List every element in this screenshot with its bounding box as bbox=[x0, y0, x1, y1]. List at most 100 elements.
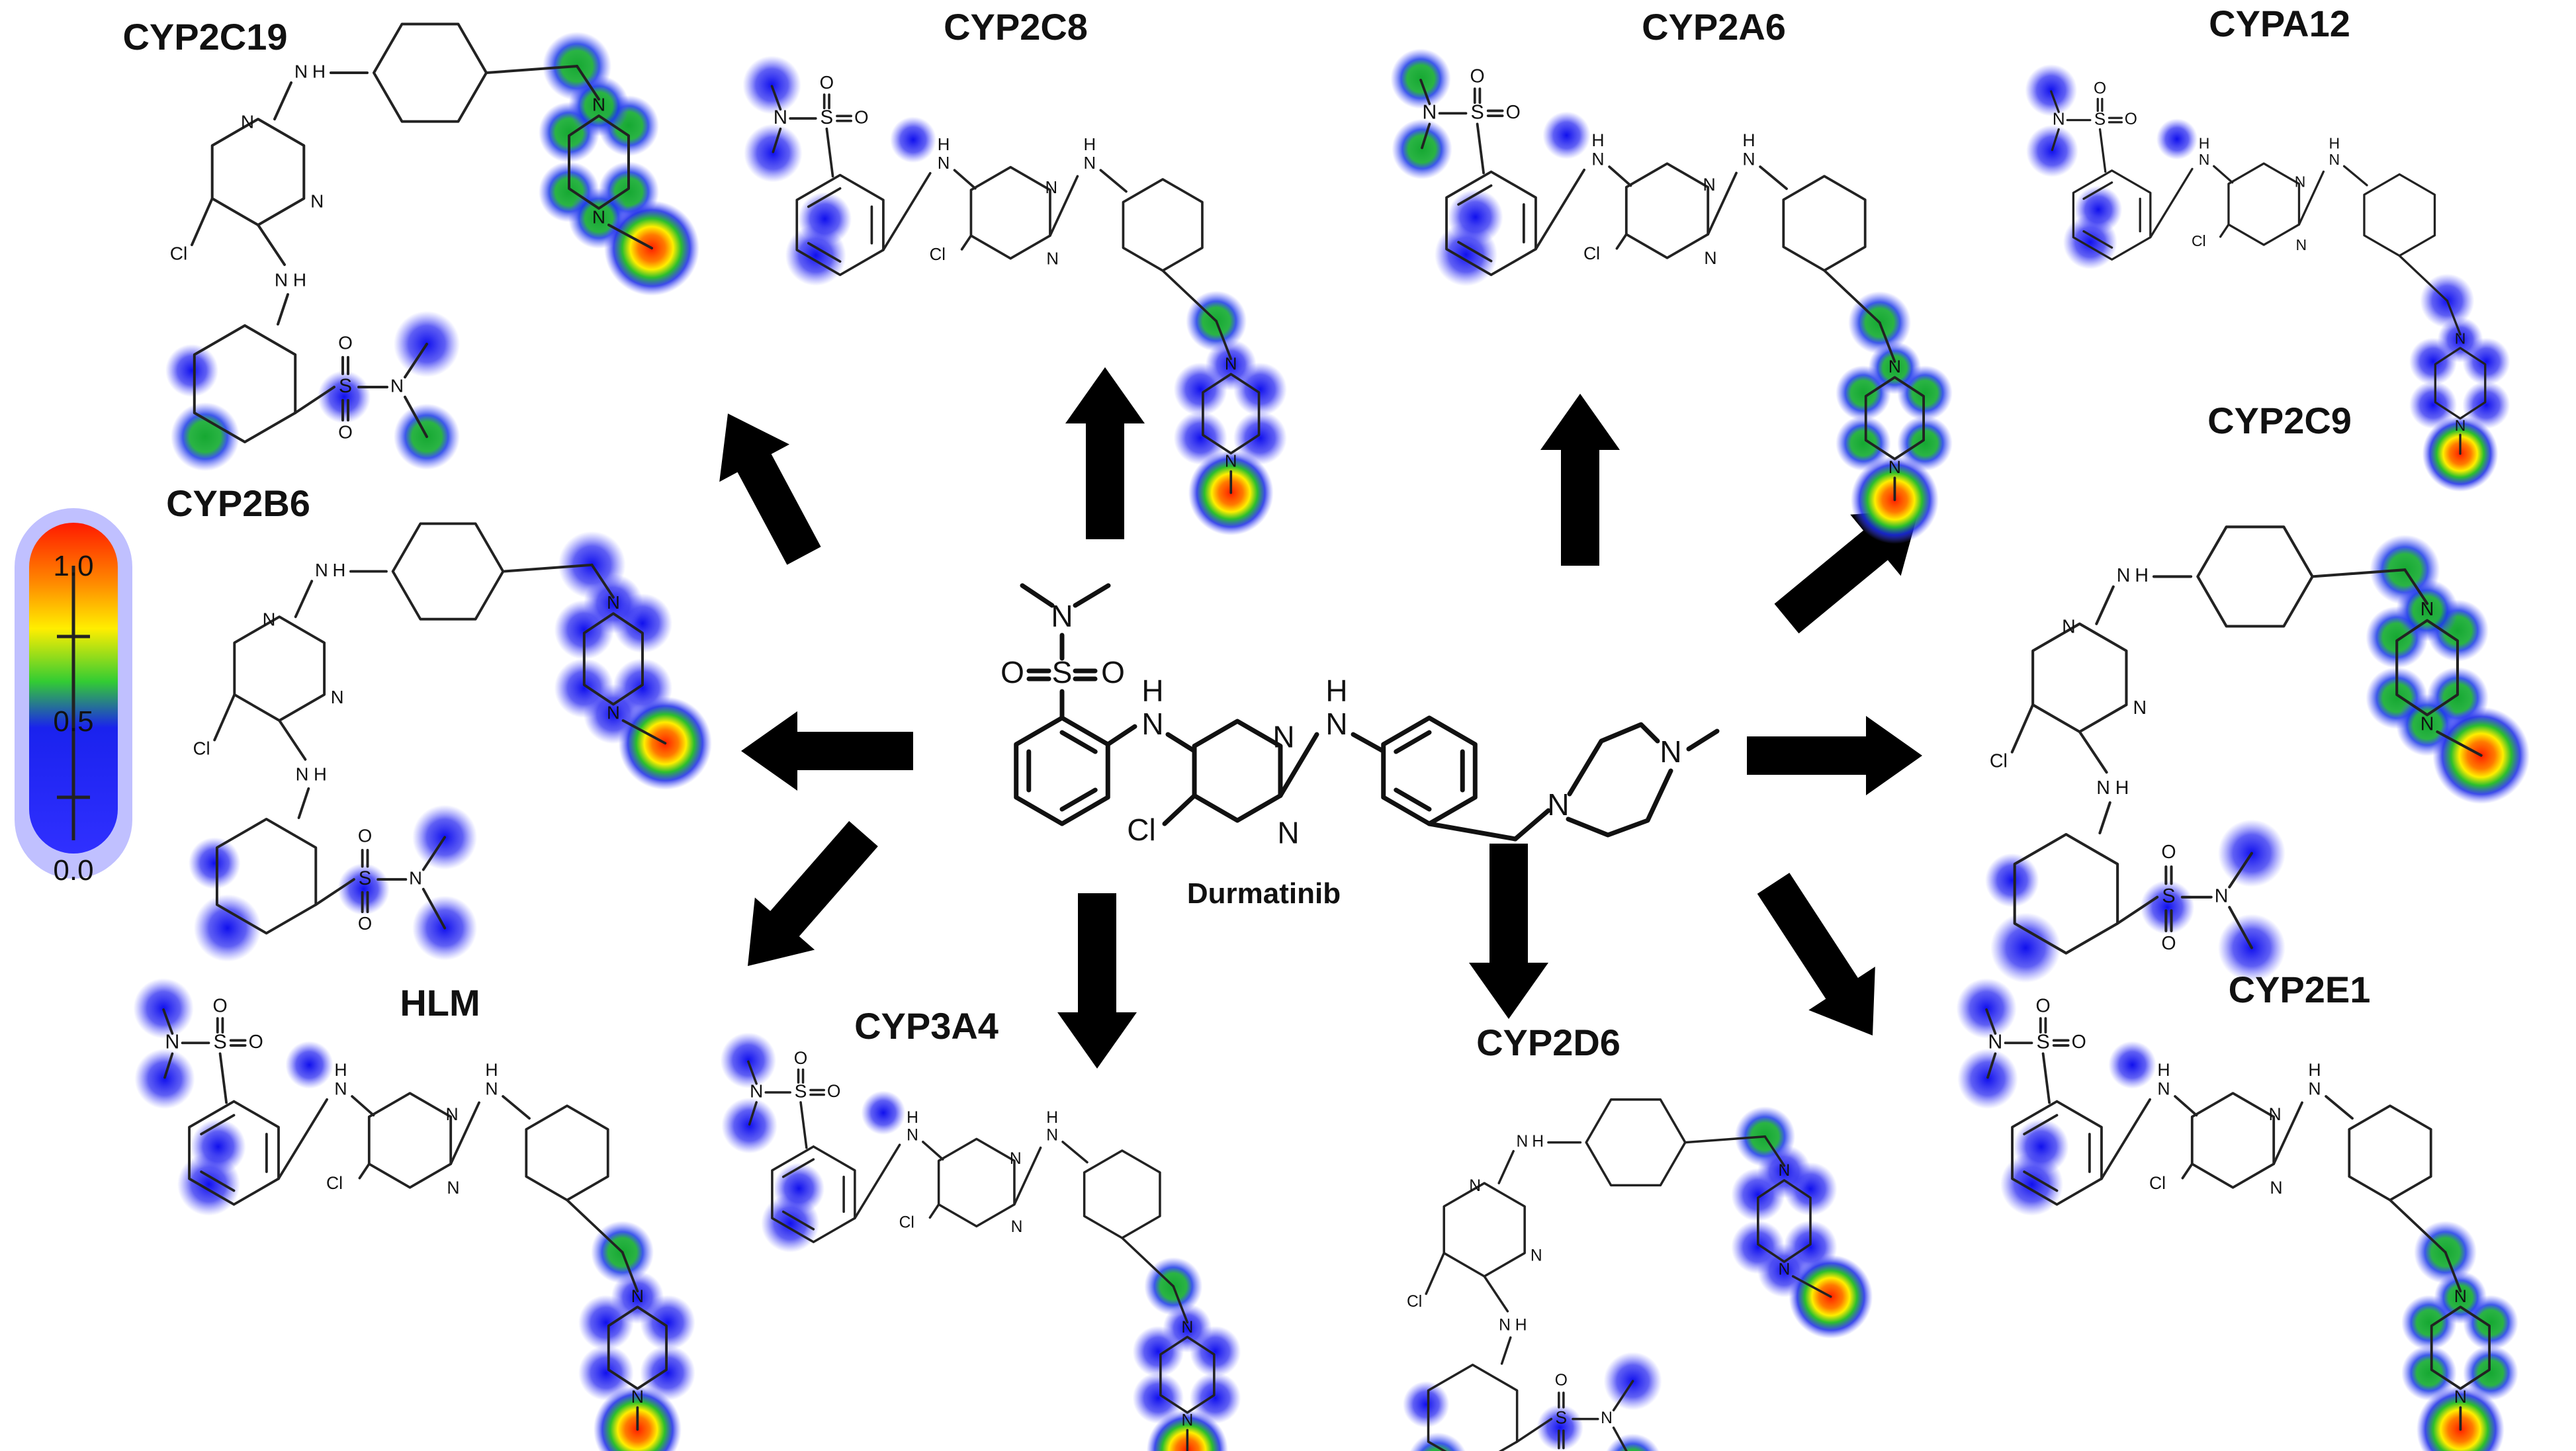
atom-o: O bbox=[2161, 933, 2176, 954]
bond bbox=[404, 396, 428, 438]
pyrimidine-ring bbox=[1624, 162, 1710, 259]
metabolite-heatspots bbox=[1985, 535, 2530, 983]
atom-h: H bbox=[1591, 130, 1604, 150]
bond bbox=[2149, 167, 2194, 239]
bond bbox=[1534, 168, 1586, 251]
bond bbox=[1476, 122, 1486, 175]
atom-n: N bbox=[165, 1030, 179, 1053]
bond bbox=[2116, 895, 2159, 925]
atom-n: N bbox=[1225, 453, 1237, 471]
bond bbox=[1421, 122, 1431, 150]
arrow-to-cyp2c19 bbox=[719, 414, 821, 565]
color-scale-bottom-label: 0.0 bbox=[53, 854, 93, 887]
atom-o: O bbox=[2036, 996, 2051, 1017]
bond bbox=[422, 836, 447, 871]
bond bbox=[502, 1095, 531, 1120]
color-scale: 1.0 0.5 0.0 bbox=[15, 508, 132, 887]
bond bbox=[1457, 241, 1493, 263]
phenyl-ring bbox=[188, 1100, 280, 1206]
atom-n: N bbox=[1547, 787, 1569, 822]
bond bbox=[2228, 906, 2253, 949]
atom-s: S bbox=[359, 867, 372, 889]
heatspot bbox=[1233, 411, 1287, 465]
heatspot bbox=[773, 1163, 825, 1214]
atom-o: O bbox=[854, 107, 868, 127]
heatspot bbox=[1542, 111, 1591, 159]
phenyl-ring bbox=[1585, 1098, 1687, 1187]
atom-n: N bbox=[315, 560, 328, 580]
bond bbox=[1105, 724, 1137, 747]
atom-n: N bbox=[2270, 1178, 2282, 1198]
arrow-to-cyp2b6 bbox=[741, 711, 913, 791]
atom-n: N bbox=[331, 687, 344, 707]
atom-s: S bbox=[213, 1030, 226, 1053]
atom-s: S bbox=[1052, 655, 1073, 689]
atom-n: N bbox=[445, 1104, 458, 1124]
heatspot bbox=[1957, 1048, 2018, 1109]
bond bbox=[2311, 568, 2407, 578]
bond bbox=[1059, 730, 1098, 754]
atom-h: H bbox=[485, 1060, 498, 1080]
bond bbox=[358, 1163, 371, 1180]
bond bbox=[882, 171, 932, 251]
bond bbox=[1483, 1275, 1509, 1313]
atom-n: N bbox=[1325, 707, 1347, 741]
atom-cl: Cl bbox=[170, 243, 187, 263]
atom-h: H bbox=[2157, 1060, 2170, 1080]
atom-n: N bbox=[1277, 816, 1299, 850]
bond bbox=[2213, 165, 2234, 184]
bond bbox=[2446, 299, 2462, 336]
arrow-to-cyp3a4 bbox=[1057, 893, 1137, 1069]
bond bbox=[1763, 1135, 1786, 1167]
atom-s: S bbox=[2094, 109, 2106, 128]
atom-n: N bbox=[1499, 1316, 1511, 1334]
heatspot bbox=[1606, 1433, 1660, 1451]
atom-o: O bbox=[794, 1048, 808, 1068]
panel-label-cyp2c8: CYP2C8 bbox=[944, 6, 1088, 48]
heatspot bbox=[1392, 118, 1452, 179]
heatspot bbox=[1897, 416, 1953, 471]
heatspot bbox=[1447, 189, 1503, 245]
bond bbox=[2272, 1101, 2303, 1166]
heatspot bbox=[189, 837, 241, 889]
atom-cl: Cl bbox=[193, 738, 210, 758]
bond bbox=[422, 887, 447, 930]
pyrimidine-ring bbox=[210, 118, 306, 226]
bond bbox=[1073, 583, 1111, 608]
atom-n: N bbox=[592, 94, 605, 114]
atom-o: O bbox=[1101, 655, 1125, 689]
bond bbox=[566, 1198, 624, 1254]
piperazine-ring bbox=[2430, 1305, 2491, 1390]
phenyl-ring bbox=[2348, 1104, 2432, 1202]
atom-cl: Cl bbox=[1990, 750, 2008, 771]
atom-n: N bbox=[631, 1286, 644, 1306]
bond bbox=[2078, 730, 2108, 774]
bond bbox=[277, 293, 289, 326]
atom-n: N bbox=[1181, 1319, 1193, 1337]
bond bbox=[2325, 1095, 2354, 1120]
atom-o: O bbox=[820, 72, 834, 93]
atom-n: N bbox=[294, 61, 308, 81]
bond bbox=[200, 1170, 236, 1192]
pyrimidine-ring bbox=[2227, 162, 2301, 246]
bond bbox=[772, 127, 782, 154]
atom-n: N bbox=[1703, 175, 1715, 195]
heatspot bbox=[318, 371, 371, 423]
pyrimidine-ring bbox=[2031, 622, 2128, 734]
bond bbox=[1500, 1336, 1512, 1365]
heatspot bbox=[721, 1097, 777, 1154]
bond bbox=[1351, 732, 1386, 754]
bond bbox=[2098, 801, 2111, 835]
atom-n: N bbox=[2295, 236, 2307, 253]
atom-s: S bbox=[2036, 1030, 2049, 1053]
bond bbox=[1686, 728, 1720, 752]
